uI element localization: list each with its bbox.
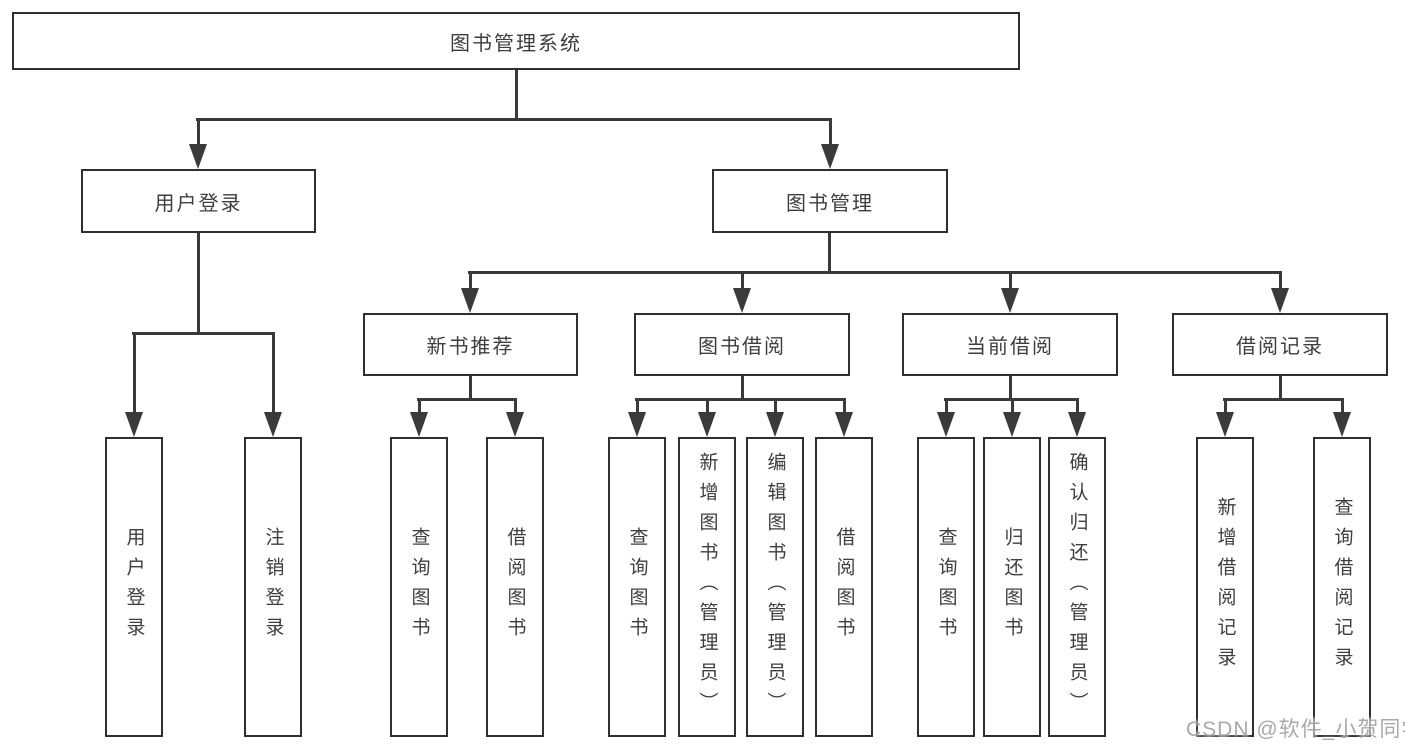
watermark: CSDN @软件_小贺同学 bbox=[1186, 718, 1405, 741]
connector-line bbox=[828, 233, 831, 274]
node-label: 用户登录 bbox=[154, 192, 243, 215]
node-label: 注销登录 bbox=[262, 527, 284, 647]
leaf-logout: 注销登录 bbox=[244, 437, 302, 737]
node-label: 当前借阅 bbox=[966, 336, 1054, 358]
connector-line bbox=[197, 118, 200, 148]
connector-line bbox=[843, 398, 846, 415]
leaf-confirm-return-admin: 确认归还（管理员） bbox=[1048, 437, 1106, 737]
arrow-down-icon bbox=[821, 144, 839, 169]
leaf-query-books-borrowing: 查询图书 bbox=[608, 437, 666, 737]
node-label: 图书管理系统 bbox=[450, 32, 582, 55]
arrow-down-icon bbox=[733, 288, 751, 313]
node-user-login: 用户登录 bbox=[81, 169, 316, 233]
connector-line bbox=[706, 398, 709, 415]
connector-line bbox=[1224, 398, 1227, 415]
arrow-down-icon bbox=[264, 412, 282, 437]
node-borrowing-records: 借阅记录 bbox=[1172, 313, 1388, 376]
node-label: 新增借阅记录 bbox=[1214, 497, 1236, 677]
leaf-query-books-current: 查询图书 bbox=[917, 437, 975, 737]
connector-line bbox=[417, 398, 517, 401]
node-label: 查询图书 bbox=[626, 527, 648, 647]
arrow-down-icon bbox=[1003, 412, 1021, 437]
connector-line bbox=[635, 398, 846, 401]
connector-line bbox=[829, 118, 832, 148]
leaf-add-book-admin: 新增图书（管理员） bbox=[678, 437, 736, 737]
node-label: 用户登录 bbox=[123, 527, 145, 647]
connector-line bbox=[741, 271, 744, 291]
node-label: 编辑图书（管理员） bbox=[764, 452, 786, 722]
leaf-user-login: 用户登录 bbox=[105, 437, 163, 737]
connector-line bbox=[197, 233, 200, 334]
node-label: 图书管理 bbox=[786, 192, 874, 215]
node-label: 借阅图书 bbox=[504, 527, 526, 647]
connector-line bbox=[1009, 271, 1012, 291]
arrow-down-icon bbox=[698, 412, 716, 437]
arrow-down-icon bbox=[506, 412, 524, 437]
node-book-management: 图书管理 bbox=[712, 169, 948, 233]
connector-line bbox=[272, 332, 275, 416]
node-library-management-system: 图书管理系统 bbox=[12, 12, 1020, 70]
connector-line bbox=[945, 398, 948, 415]
connector-line bbox=[514, 398, 517, 415]
arrow-down-icon bbox=[628, 412, 646, 437]
arrow-down-icon bbox=[410, 412, 428, 437]
leaf-add-borrow-record: 新增借阅记录 bbox=[1196, 437, 1254, 737]
connector-line bbox=[515, 70, 518, 121]
leaf-edit-book-admin: 编辑图书（管理员） bbox=[746, 437, 804, 737]
connector-line bbox=[1341, 398, 1344, 415]
node-label: 查询借阅记录 bbox=[1331, 497, 1353, 677]
node-label: 归还图书 bbox=[1001, 527, 1023, 647]
connector-line bbox=[1223, 398, 1344, 401]
node-label: 借阅图书 bbox=[833, 527, 855, 647]
node-label: 图书借阅 bbox=[698, 336, 786, 358]
node-book-borrowing: 图书借阅 bbox=[634, 313, 850, 376]
node-label: 查询图书 bbox=[935, 527, 957, 647]
node-label: 借阅记录 bbox=[1236, 336, 1324, 358]
node-current-borrowing: 当前借阅 bbox=[902, 313, 1118, 376]
arrow-down-icon bbox=[766, 412, 784, 437]
node-label: 新书推荐 bbox=[426, 336, 515, 358]
connector-line bbox=[418, 398, 421, 415]
arrow-down-icon bbox=[1216, 412, 1234, 437]
arrow-down-icon bbox=[937, 412, 955, 437]
connector-line bbox=[196, 118, 832, 121]
connector-line bbox=[1011, 398, 1014, 415]
arrow-down-icon bbox=[1001, 288, 1019, 313]
connector-line bbox=[1009, 376, 1012, 401]
arrow-down-icon bbox=[189, 144, 207, 169]
arrow-down-icon bbox=[461, 288, 479, 313]
node-label: 新增图书（管理员） bbox=[696, 452, 718, 722]
connector-line bbox=[1279, 376, 1282, 401]
arrow-down-icon bbox=[1333, 412, 1351, 437]
connector-line bbox=[1279, 271, 1282, 291]
leaf-query-books-recommend: 查询图书 bbox=[390, 437, 448, 737]
connector-line bbox=[469, 376, 472, 401]
leaf-query-borrow-record: 查询借阅记录 bbox=[1313, 437, 1371, 737]
connector-line bbox=[636, 398, 639, 415]
connector-line bbox=[132, 332, 275, 335]
node-new-book-recommendation: 新书推荐 bbox=[363, 313, 578, 376]
connector-line bbox=[133, 332, 136, 416]
leaf-borrow-books-recommend: 借阅图书 bbox=[486, 437, 544, 737]
arrow-down-icon bbox=[1068, 412, 1086, 437]
node-label: 查询图书 bbox=[408, 527, 430, 647]
connector-line bbox=[774, 398, 777, 415]
leaf-return-books: 归还图书 bbox=[983, 437, 1041, 737]
connector-line bbox=[468, 271, 1282, 274]
node-label: 确认归还（管理员） bbox=[1066, 452, 1088, 722]
arrow-down-icon bbox=[835, 412, 853, 437]
arrow-down-icon bbox=[1271, 288, 1289, 313]
leaf-borrow-books-borrowing: 借阅图书 bbox=[815, 437, 873, 737]
connector-line bbox=[741, 376, 744, 401]
arrow-down-icon bbox=[125, 412, 143, 437]
connector-line bbox=[1076, 398, 1079, 415]
connector-line bbox=[469, 271, 472, 291]
